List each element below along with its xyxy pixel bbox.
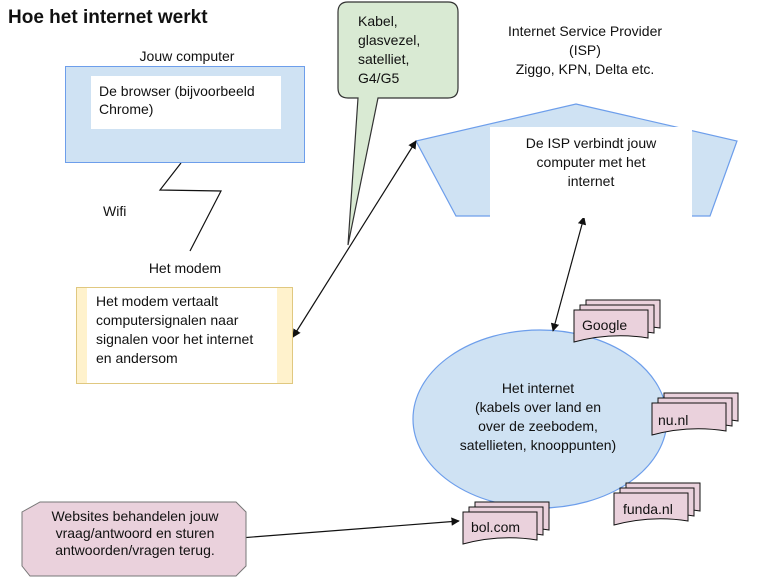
websites-note-shape <box>21 501 247 577</box>
site-bol: bol.com <box>471 519 521 535</box>
internet-line: Het internet <box>501 380 575 396</box>
connection-types-text: Kabel, glasvezel, satelliet, G4/G5 <box>358 12 448 88</box>
doc-stack-google <box>573 299 661 343</box>
isp-text-line: computer met het <box>536 154 646 170</box>
bubble-line: G4/G5 <box>358 70 400 86</box>
bubble-line: satelliet, <box>358 51 410 67</box>
internet-line: over de zeebodem, <box>478 418 598 434</box>
modem-label: Het modem <box>148 260 222 276</box>
doc-stack-funda <box>613 482 701 526</box>
arrow-note-bol <box>239 517 460 539</box>
isp-text-line: internet <box>567 173 615 189</box>
note-line: antwoorden/vragen terug. <box>55 542 215 558</box>
wifi-label: Wifi <box>103 203 127 219</box>
site-google: Google <box>582 317 628 333</box>
wifi-lightning <box>158 162 222 252</box>
modem-text: Het modem vertaalt computersignalen naar… <box>87 288 277 383</box>
isp-text-box: De ISP verbindt jouw computer met het in… <box>490 127 692 218</box>
arrow-modem-isp <box>292 140 417 338</box>
page-title: Hoe het internet werkt <box>8 7 208 28</box>
site-nu: nu.nl <box>658 412 689 428</box>
note-line: Websites behandelen jouw <box>51 508 219 524</box>
bubble-line: glasvezel, <box>358 32 421 48</box>
isp-text-line: De ISP verbindt jouw <box>525 135 657 151</box>
browser-box: De browser (bijvoorbeeld Chrome) <box>91 76 281 129</box>
arrow-isp-internet <box>550 216 587 332</box>
websites-note-text: Websites behandelen jouw vraag/antwoord … <box>22 508 248 559</box>
doc-stack-nu <box>651 392 739 436</box>
isp-title-line: Internet Service Provider <box>507 23 663 39</box>
doc-stack-bol <box>462 501 550 545</box>
note-line: vraag/antwoord en sturen <box>55 525 215 541</box>
isp-title: Internet Service Provider (ISP) Ziggo, K… <box>470 22 700 79</box>
internet-line: satellieten, knooppunten) <box>459 437 617 453</box>
site-funda: funda.nl <box>623 501 673 517</box>
isp-title-line: (ISP) <box>569 42 601 58</box>
computer-label: Jouw computer <box>139 48 235 64</box>
internet-text: Het internet (kabels over land en over d… <box>443 379 633 455</box>
internet-line: (kabels over land en <box>474 399 602 415</box>
bubble-line: Kabel, <box>358 13 398 29</box>
isp-title-line: Ziggo, KPN, Delta etc. <box>515 61 655 77</box>
